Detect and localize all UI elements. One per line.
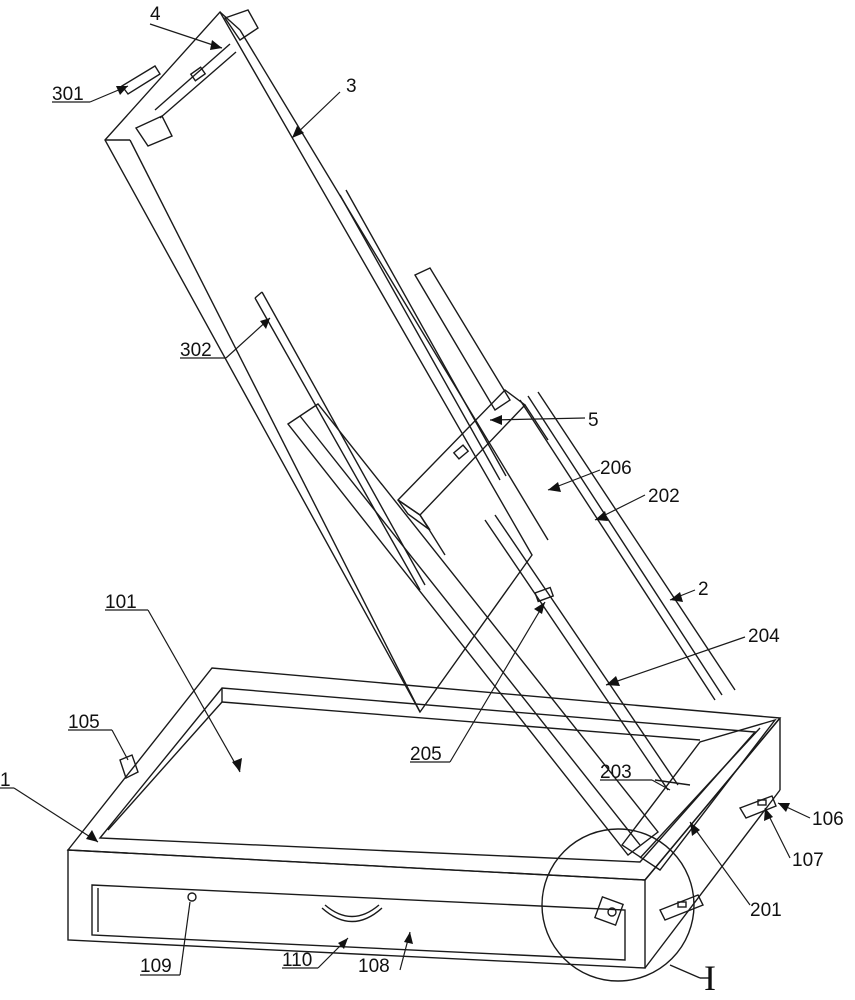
label-2: 2 bbox=[698, 579, 709, 600]
right-strut-202 bbox=[414, 267, 736, 701]
ledge-302 bbox=[254, 189, 507, 591]
label-106: 106 bbox=[812, 809, 844, 830]
label-110: 110 bbox=[282, 950, 312, 971]
label-3: 3 bbox=[346, 76, 357, 97]
label-1: 1 bbox=[0, 770, 11, 791]
support-rod-204 bbox=[484, 514, 679, 791]
label-107: 107 bbox=[792, 850, 824, 871]
label-201: 201 bbox=[750, 900, 782, 921]
label-109: 109 bbox=[140, 956, 172, 977]
label-108: 108 bbox=[358, 956, 390, 977]
base-tray-1 bbox=[66, 667, 782, 969]
hinge-frame-201 bbox=[594, 718, 777, 926]
clamp-5 bbox=[396, 389, 549, 556]
label-105: 105 bbox=[68, 712, 100, 733]
detail-leader bbox=[669, 964, 701, 979]
label-204: 204 bbox=[748, 626, 780, 647]
label-4: 4 bbox=[150, 4, 161, 25]
label-301: 301 bbox=[52, 84, 84, 105]
board-3 bbox=[104, 10, 549, 714]
detail-circle-I bbox=[541, 828, 695, 982]
label-202: 202 bbox=[648, 486, 680, 507]
label-205: 205 bbox=[410, 744, 442, 765]
left-leg bbox=[286, 403, 659, 856]
top-clamp-4 bbox=[120, 9, 259, 147]
label-detail-I: I bbox=[704, 958, 716, 998]
leader-lines bbox=[0, 23, 811, 976]
label-302: 302 bbox=[180, 340, 212, 361]
label-206: 206 bbox=[600, 458, 632, 479]
label-5: 5 bbox=[588, 410, 599, 431]
label-203: 203 bbox=[600, 762, 632, 783]
label-101: 101 bbox=[105, 592, 137, 613]
